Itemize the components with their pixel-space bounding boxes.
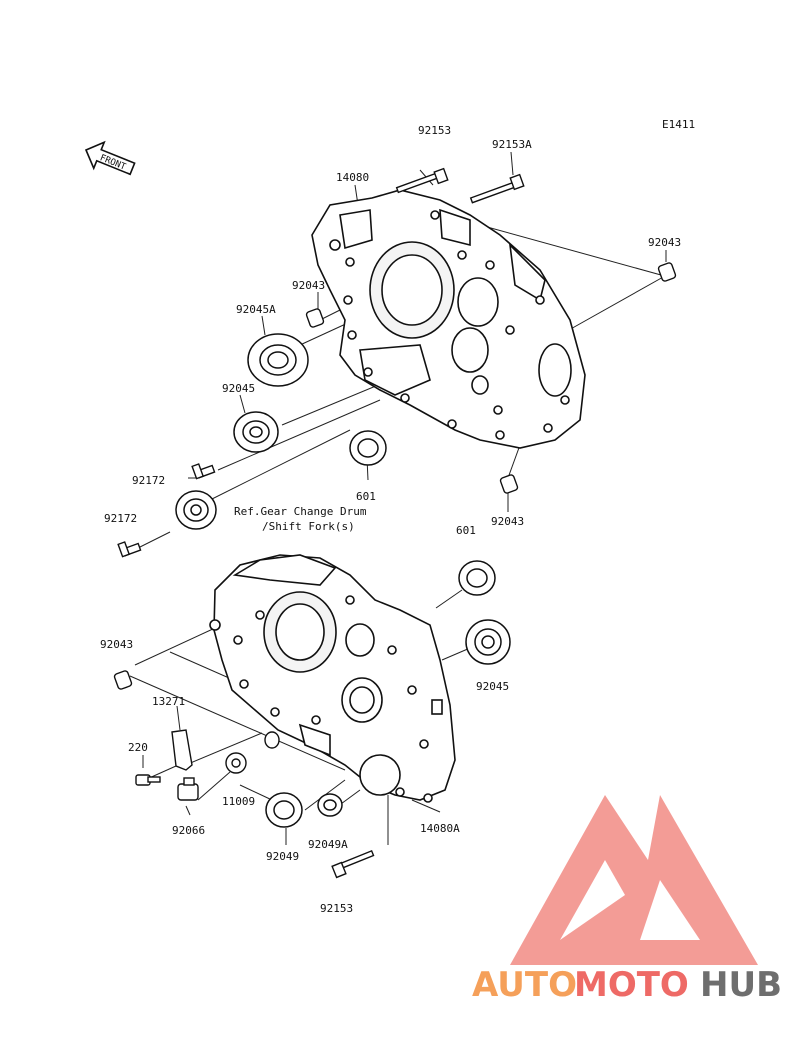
bolt-220	[135, 774, 161, 786]
label-92043-upper: 92043	[292, 279, 325, 292]
dowel-pin-92043-upper	[305, 308, 325, 328]
label-14080: 14080	[336, 171, 369, 184]
upper-shaft-bore-2	[451, 327, 489, 373]
label-92049: 92049	[266, 850, 299, 863]
oil-seal-92049	[265, 792, 303, 828]
upper-shaft-bore-1	[457, 277, 499, 327]
dowel-pin-92043-right	[657, 262, 677, 282]
bearing-92045a	[247, 333, 309, 387]
bolt-92153-bottom	[331, 849, 375, 879]
watermark-triangle-outer	[510, 795, 758, 965]
label-92066: 92066	[172, 824, 205, 837]
label-13271: 13271	[152, 695, 185, 708]
washer-11009	[225, 752, 247, 774]
bearing-ref-gear-change-drum	[175, 490, 217, 530]
bracket-13271	[171, 729, 193, 771]
label-92153a: 92153A	[492, 138, 532, 151]
label-92045-lower: 92045	[476, 680, 509, 693]
bearing-601-right	[458, 560, 496, 596]
label-11009: 11009	[222, 795, 255, 808]
oil-seal-92049a	[317, 793, 343, 817]
label-92043-midright: 92043	[491, 515, 524, 528]
dowel-pin-92043-midright	[499, 474, 519, 494]
label-92045a: 92045A	[236, 303, 276, 316]
label-92043-left: 92043	[100, 638, 133, 651]
lower-crankcase	[209, 554, 456, 803]
label-92172-upper: 92172	[132, 474, 165, 487]
watermark-wordmark: AUTO MOTO HUB	[472, 965, 782, 1005]
label-92049a: 92049A	[308, 838, 348, 851]
leader-lines	[129, 151, 667, 845]
watermark-text-hub: HUB	[700, 965, 782, 1005]
label-601-right: 601	[456, 524, 476, 537]
label-601-center: 601	[356, 490, 376, 503]
plug-92066	[177, 777, 199, 801]
label-92153-top: 92153	[418, 124, 451, 137]
front-arrow-icon: FRONT	[84, 140, 136, 176]
label-220: 220	[128, 741, 148, 754]
figure-code: E1411	[662, 118, 695, 131]
bolt-92153	[395, 167, 449, 194]
label-92153-bottom: 92153	[320, 902, 353, 915]
watermark-text-auto: AUTO	[472, 965, 577, 1005]
label-92172-lower: 92172	[104, 512, 137, 525]
watermark-triangle-inner2	[640, 880, 700, 940]
dowel-pin-92043-left	[113, 670, 133, 690]
label-92045-upper: 92045	[222, 382, 255, 395]
bearing-92045-lower	[465, 619, 511, 665]
upper-crankcase	[311, 189, 586, 449]
part-small-cylinder	[264, 731, 280, 749]
lower-shaft-bore-2	[359, 754, 401, 796]
bearing-601-center	[349, 430, 387, 466]
reference-note-line2: /Shift Fork(s)	[262, 520, 355, 533]
part-labels: E1411 92153 92153A 14080 92043 92043 920…	[100, 118, 695, 915]
bolt-92153a	[469, 173, 525, 204]
screw-92172-upper	[191, 463, 216, 480]
label-92043-right: 92043	[648, 236, 681, 249]
bearing-92045-upper	[233, 411, 279, 453]
screw-92172-lower	[117, 541, 142, 558]
watermark-triangle-inner	[560, 860, 625, 940]
watermark-logo	[510, 795, 758, 965]
watermark-text-moto: MOTO	[574, 965, 689, 1005]
label-14080a: 14080A	[420, 822, 460, 835]
reference-note-line1: Ref.Gear Change Drum	[234, 505, 367, 518]
